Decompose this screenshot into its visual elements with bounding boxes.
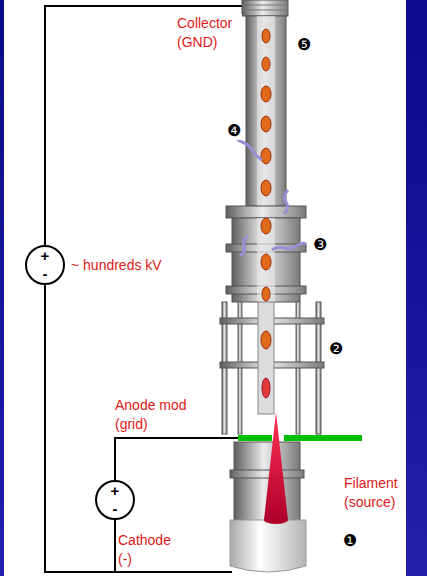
polarity-sign: - xyxy=(43,266,48,282)
electron-bunch xyxy=(262,57,270,71)
polarity-sign: - xyxy=(113,501,118,517)
wire xyxy=(45,285,115,572)
electron-bunch xyxy=(261,218,271,234)
callout-number: ❶ xyxy=(342,532,358,550)
polarity-sign: + xyxy=(41,248,50,264)
callout-number: ❹ xyxy=(226,122,242,140)
electron-bunch xyxy=(262,378,270,398)
electron-bunch xyxy=(262,287,270,301)
electron-bunch xyxy=(261,254,271,270)
filament xyxy=(264,516,288,524)
collector-channel xyxy=(257,16,275,206)
collector-cap xyxy=(242,0,288,16)
flange xyxy=(226,206,306,218)
electron-bunch xyxy=(261,116,271,132)
cap-rib xyxy=(242,10,288,11)
rf-wave xyxy=(272,243,306,250)
flange xyxy=(230,470,304,478)
voltage-source: +- xyxy=(25,245,65,285)
callout-number: ❷ xyxy=(328,340,344,358)
rf-wave xyxy=(240,236,248,256)
cathode-wire xyxy=(115,571,232,573)
part-label: Cathode (-) xyxy=(117,531,175,569)
part-label: Collector (GND) xyxy=(176,14,242,52)
part-label: Filament (source) xyxy=(343,474,405,512)
cathode-base xyxy=(230,520,306,572)
grid-bar xyxy=(238,435,272,441)
electron-bunch xyxy=(261,86,271,102)
electron-beam xyxy=(264,412,288,520)
cap-rib xyxy=(242,5,288,6)
drift-channel xyxy=(257,218,275,302)
electron-bunch xyxy=(261,148,271,164)
collector-body xyxy=(246,16,286,206)
white-panel xyxy=(4,0,406,576)
rf-wave xyxy=(284,190,288,214)
hv-wire xyxy=(45,6,242,245)
electron-bunch xyxy=(262,29,270,43)
drift-tube xyxy=(258,302,274,414)
callout-number: ❺ xyxy=(296,36,312,54)
part-label: Anode mod (grid) xyxy=(114,396,190,434)
electron-bunch xyxy=(261,331,271,349)
grid-wire xyxy=(115,438,238,480)
callout-number: ❸ xyxy=(312,236,328,254)
polarity-sign: + xyxy=(111,483,120,499)
grid-bar xyxy=(284,435,362,441)
electron-bunch xyxy=(261,180,271,196)
voltage-source: +- xyxy=(95,480,135,520)
voltage-label: ~ hundreds kV xyxy=(70,256,163,275)
